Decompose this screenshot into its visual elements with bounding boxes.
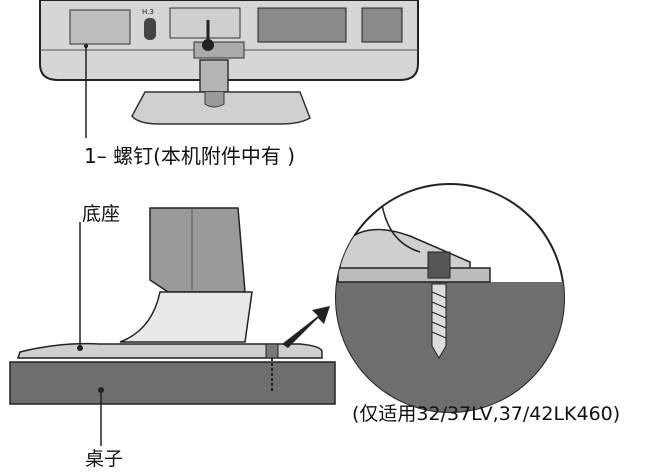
stand-on-desk: [9, 207, 336, 405]
desk-label: 桌子: [85, 448, 124, 470]
screw-label: 1– 螺钉(本机附件中有 ): [84, 144, 296, 168]
tv-back-view: H.3: [39, 0, 419, 125]
zoom-arrow: [282, 306, 330, 348]
svg-text:H.3: H.3: [142, 8, 154, 16]
desk-surface: [9, 361, 336, 405]
applicability-note: (仅适用32/37LV,37/42LK460): [352, 403, 621, 425]
zoom-detail: [335, 183, 565, 413]
base-label: 底座: [82, 203, 121, 225]
